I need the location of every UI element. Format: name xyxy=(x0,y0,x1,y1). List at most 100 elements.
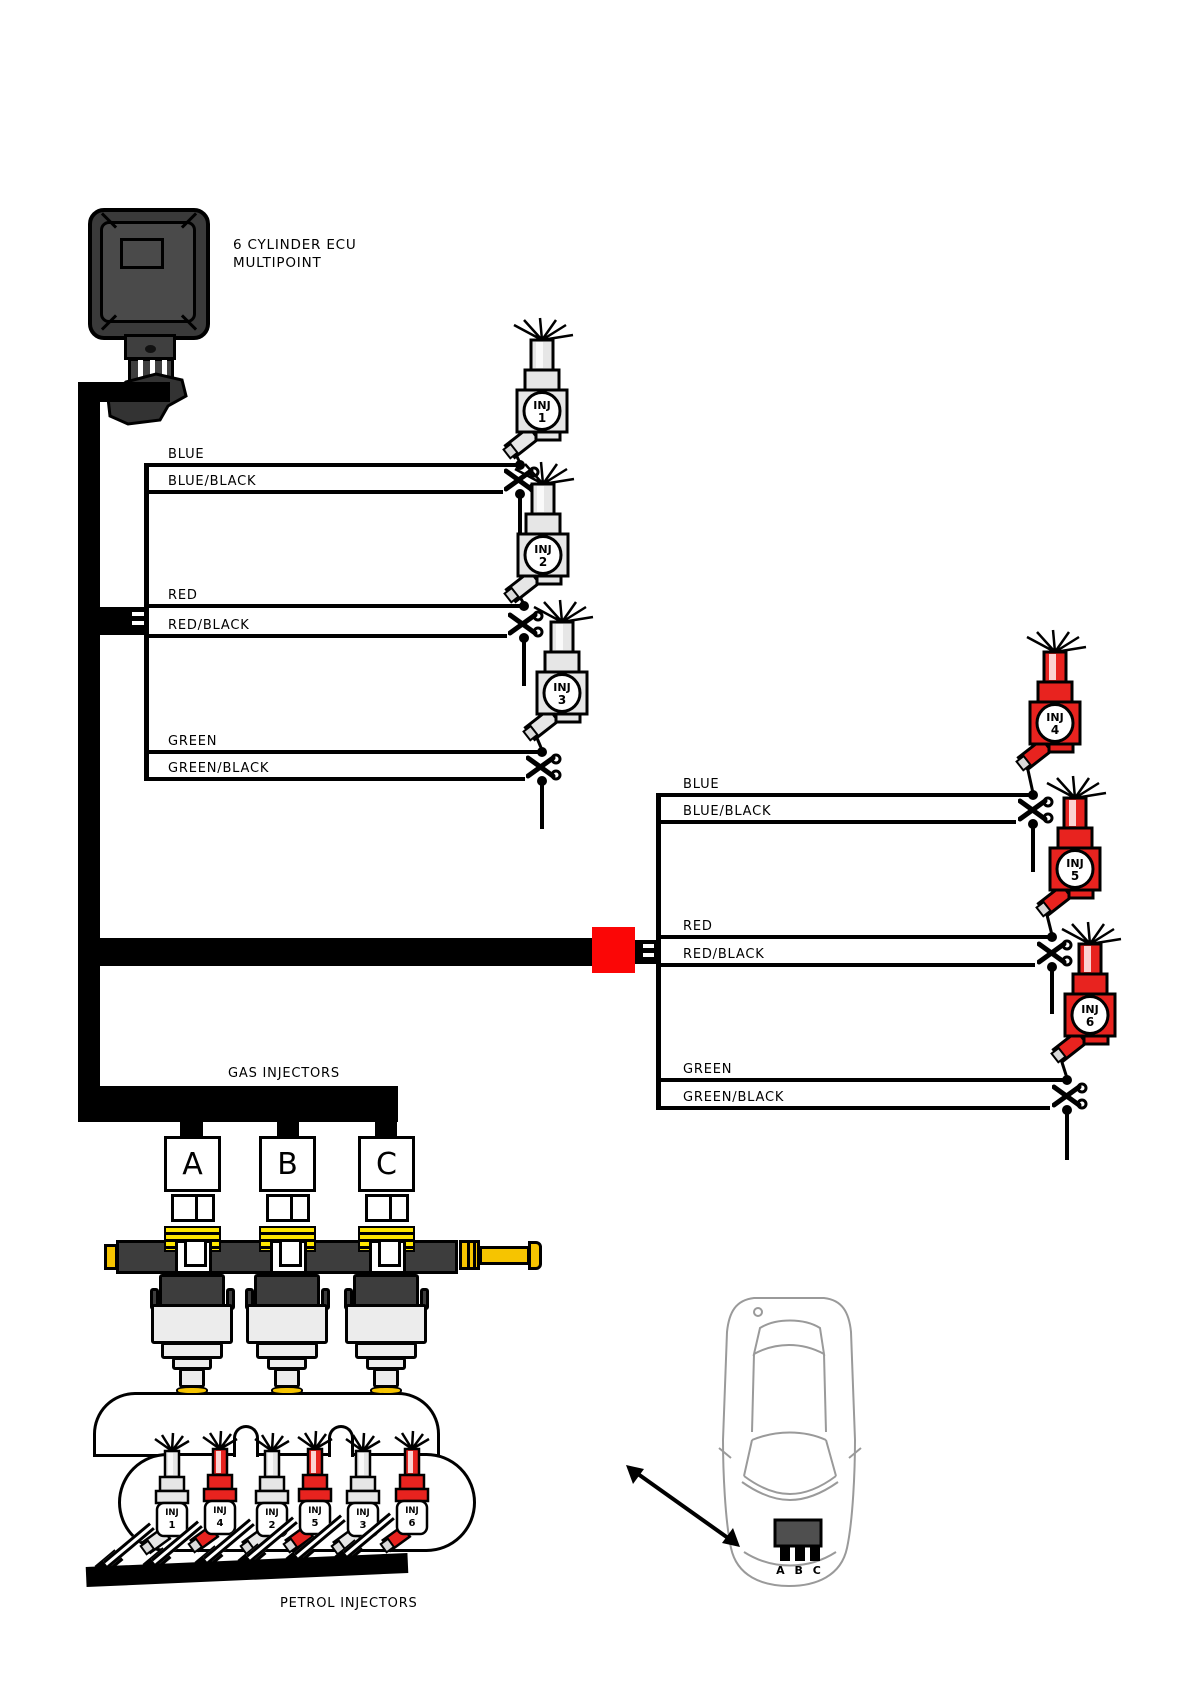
svg-text:4: 4 xyxy=(217,1518,224,1529)
junction-dot xyxy=(1028,790,1038,800)
spray-icon xyxy=(154,1432,190,1453)
junction-dot xyxy=(537,747,547,757)
spray-icon xyxy=(202,1430,238,1451)
spray-icon xyxy=(1026,629,1087,654)
rail-plug-c xyxy=(365,1194,409,1222)
cut-stub xyxy=(1065,1112,1069,1160)
svg-text:INJ: INJ xyxy=(533,399,550,412)
car-ecu-connector xyxy=(773,1518,823,1548)
wire-label: BLUE xyxy=(683,777,720,792)
gas-valve-b-stem xyxy=(274,1368,300,1388)
spray-icon xyxy=(1046,775,1107,800)
spray-icon xyxy=(533,599,594,624)
red-junction xyxy=(592,927,635,973)
gas-pipe-end xyxy=(528,1241,542,1270)
harness-drop-b xyxy=(277,1120,299,1138)
spray-icon xyxy=(254,1432,290,1453)
cut-stub xyxy=(1050,969,1054,1014)
gas-injectors-label: GAS INJECTORS xyxy=(228,1066,340,1081)
gas-valve-c-body xyxy=(345,1304,427,1344)
scissors-icon xyxy=(1052,1082,1088,1110)
scissors-icon xyxy=(508,610,544,638)
spray-icon xyxy=(514,461,575,486)
wire-label: RED xyxy=(168,588,198,603)
ecu-connector-hole xyxy=(145,345,156,353)
stub-mark xyxy=(643,953,654,957)
svg-text:INJ: INJ xyxy=(308,1506,321,1516)
svg-text:3: 3 xyxy=(558,693,566,707)
petrol-injector-4: INJ 4 xyxy=(187,1430,238,1554)
rail-bracket-a xyxy=(175,1240,212,1274)
svg-text:4: 4 xyxy=(1051,723,1059,737)
junction-dot xyxy=(519,601,529,611)
stub-mark xyxy=(132,621,144,625)
junction-dot xyxy=(515,489,525,499)
wire-label: RED xyxy=(683,919,713,934)
stub-mark xyxy=(132,612,144,616)
svg-text:INJ: INJ xyxy=(165,1508,178,1518)
svg-text:INJ: INJ xyxy=(265,1508,278,1518)
svg-text:INJ: INJ xyxy=(534,543,551,556)
spray-icon xyxy=(345,1432,381,1453)
gas-injector-5: INJ 5 xyxy=(1035,775,1107,918)
rail-connector-b-label: B xyxy=(277,1146,298,1182)
gas-valve-c-stem xyxy=(373,1368,399,1388)
rail-connector-a-label: A xyxy=(182,1146,203,1182)
gas-valve-c-tip xyxy=(370,1386,402,1395)
rail-end-cap xyxy=(104,1244,118,1270)
svg-text:2: 2 xyxy=(269,1520,276,1531)
scissors-icon xyxy=(1037,939,1073,967)
petrol-injector-5: INJ 5 xyxy=(282,1430,333,1554)
wire-blueblack-left xyxy=(146,490,503,494)
gas-valve-a-stem xyxy=(179,1368,205,1388)
car-diagram: A B C xyxy=(718,1297,862,1588)
junction-dot xyxy=(1062,1075,1072,1085)
petrol-injector-1: INJ 1 xyxy=(139,1432,190,1556)
junction-dot xyxy=(1028,819,1038,829)
gas-valve-b-tip xyxy=(271,1386,303,1395)
rail-connector-a: A xyxy=(164,1136,221,1192)
gas-injector-6: INJ 6 xyxy=(1050,921,1122,1064)
wire-blue-left xyxy=(146,463,520,467)
rail-bracket-b xyxy=(270,1240,307,1274)
cut-stub xyxy=(1031,826,1035,872)
svg-text:INJ: INJ xyxy=(405,1506,418,1516)
spray-icon xyxy=(1061,921,1122,946)
wire-greenblack-left xyxy=(146,777,525,781)
rail-connector-b: B xyxy=(259,1136,316,1192)
svg-text:INJ: INJ xyxy=(356,1508,369,1518)
svg-text:INJ: INJ xyxy=(213,1506,226,1516)
wire-green-left xyxy=(146,750,542,754)
stub-mark xyxy=(643,944,654,948)
spray-icon xyxy=(394,1430,430,1451)
wire-blueblack-right xyxy=(658,820,1016,824)
spray-icon xyxy=(513,317,574,342)
wire-label: BLUE xyxy=(168,447,205,462)
scissors-icon xyxy=(1018,796,1054,824)
rail-bracket-c xyxy=(369,1240,406,1274)
right-bracket xyxy=(656,793,661,1110)
harness-drop-a xyxy=(180,1120,203,1138)
wire-label: BLUE/BLACK xyxy=(683,804,772,819)
ecu-title-line2: MULTIPOINT xyxy=(233,255,322,271)
left-bracket xyxy=(144,463,149,781)
svg-text:3: 3 xyxy=(360,1520,367,1531)
gas-injector-4: INJ 4 xyxy=(1015,629,1087,772)
wire-redblack-left xyxy=(146,634,507,638)
wire-label: RED/BLACK xyxy=(683,947,765,962)
wire-greenblack-right xyxy=(658,1106,1050,1110)
gas-valve-a-body xyxy=(151,1304,233,1344)
wire-blue-right xyxy=(658,793,1033,797)
harness-top-segment xyxy=(78,382,170,402)
svg-text:INJ: INJ xyxy=(553,681,570,694)
gas-pipe-fitting xyxy=(459,1240,480,1270)
wire-label: RED/BLACK xyxy=(168,618,250,633)
svg-text:1: 1 xyxy=(538,411,546,425)
wire-label: GREEN xyxy=(168,734,218,749)
junction-dot xyxy=(515,460,525,470)
svg-text:1: 1 xyxy=(169,1520,176,1531)
junction-dot xyxy=(1047,962,1057,972)
svg-text:INJ: INJ xyxy=(1046,711,1063,724)
wire-label: GREEN/BLACK xyxy=(168,761,270,776)
